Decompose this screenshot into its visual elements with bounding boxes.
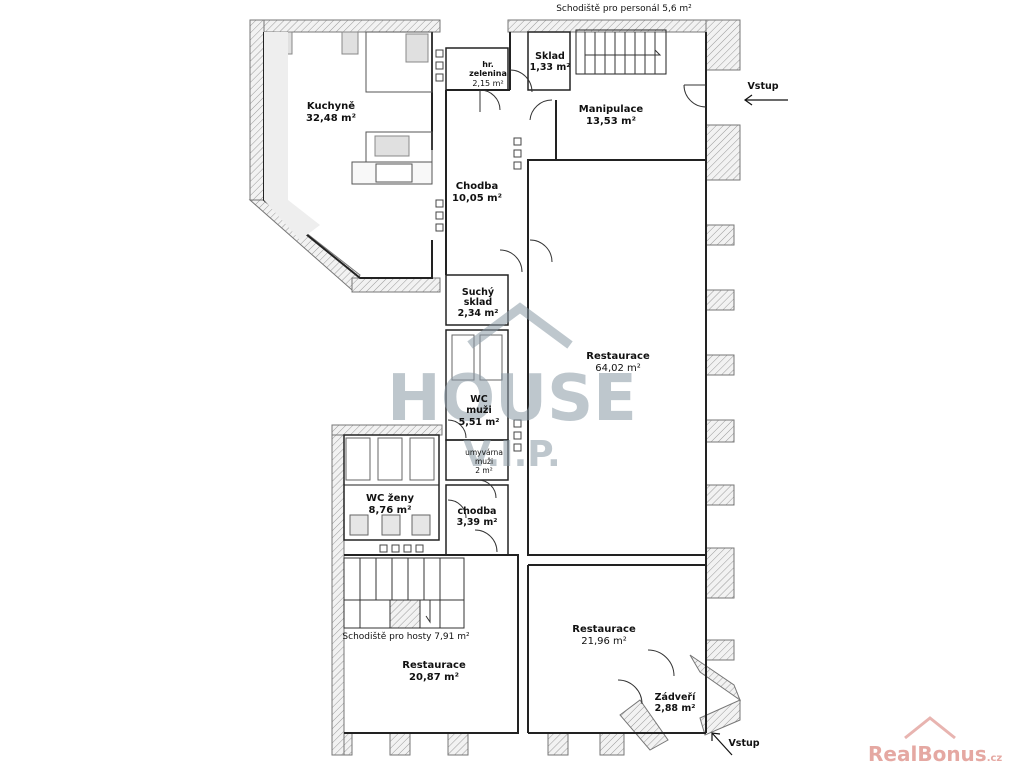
watermark-line1: HOUSE — [387, 362, 637, 436]
column-markers — [379, 49, 522, 553]
zelenina-name1: hr. — [482, 60, 494, 69]
sklad-name: Sklad — [535, 51, 565, 62]
restaurace-right-area: 21,96 m² — [581, 636, 627, 647]
outer-walls — [248, 19, 742, 756]
entrance-label-top: Vstup — [747, 81, 778, 92]
zelenina-name2: zelenina — [469, 69, 507, 78]
kuchyne-area: 32,48 m² — [306, 113, 356, 124]
wc-muzi-area: 5,51 m² — [459, 417, 500, 428]
suchy-sklad-name2: sklad — [464, 297, 492, 308]
zadveri-area: 2,88 m² — [655, 703, 696, 714]
umyvarna-area: 2 m² — [475, 466, 492, 475]
chodba-small-area: 3,39 m² — [457, 517, 498, 528]
restaurace-left-area: 20,87 m² — [409, 672, 459, 683]
umyvarna-name1: umyvárna — [465, 448, 503, 457]
chodba-name: Chodba — [456, 181, 498, 192]
restaurace-right-name: Restaurace — [572, 624, 636, 635]
wc-muzi-name2: muži — [466, 405, 491, 416]
sklad-area: 1,33 m² — [530, 62, 571, 73]
restaurace-main-name: Restaurace — [586, 351, 650, 362]
brand-suffix: .cz — [987, 753, 1003, 764]
wc-zeny-name: WC ženy — [366, 492, 415, 504]
room-labels: Schodiště pro personál 5,6 m² Kuchyně 32… — [306, 3, 779, 749]
manipulace-area: 13,53 m² — [586, 116, 636, 127]
watermark-line2: V.I.P. — [463, 434, 560, 475]
entrance-arrow-top — [743, 94, 788, 106]
guest-stair-caption: Schodiště pro hosty 7,91 m² — [342, 631, 470, 642]
suchy-sklad-area: 2,34 m² — [458, 308, 499, 319]
zadveri-name: Zádveří — [655, 692, 696, 703]
doors — [447, 69, 707, 705]
house-watermark: HOUSE V.I.P. — [387, 302, 637, 475]
kitchen-fixtures — [264, 31, 433, 240]
chodba-small-name: chodba — [458, 506, 497, 517]
brand-part1: Real — [868, 742, 917, 766]
zelenina-area: 2,15 m² — [472, 79, 503, 88]
restaurace-main-area: 64,02 m² — [595, 363, 641, 374]
staff-stair-caption: Schodiště pro personál 5,6 m² — [556, 3, 692, 14]
manipulace-name: Manipulace — [579, 104, 644, 115]
guest-staircase — [343, 557, 465, 629]
brand-part2: Bonus — [917, 742, 986, 766]
entrance-label-bottom: Vstup — [728, 738, 759, 749]
realbonus-logo: RealBonus.cz — [868, 716, 1002, 766]
staff-staircase — [584, 32, 662, 74]
entrance-arrow-bottom — [711, 732, 733, 756]
wc-muzi-name1: WC — [470, 394, 487, 405]
restaurace-left-name: Restaurace — [402, 660, 466, 671]
interior-walls — [263, 29, 707, 734]
umyvarna-name2: muži — [475, 457, 493, 466]
wc-zeny-area: 8,76 m² — [369, 505, 412, 516]
chodba-area: 10,05 m² — [452, 193, 502, 204]
kuchyne-name: Kuchyně — [307, 100, 355, 112]
suchy-sklad-name1: Suchý — [462, 287, 495, 298]
svg-text:RealBonus.cz: RealBonus.cz — [868, 742, 1002, 766]
